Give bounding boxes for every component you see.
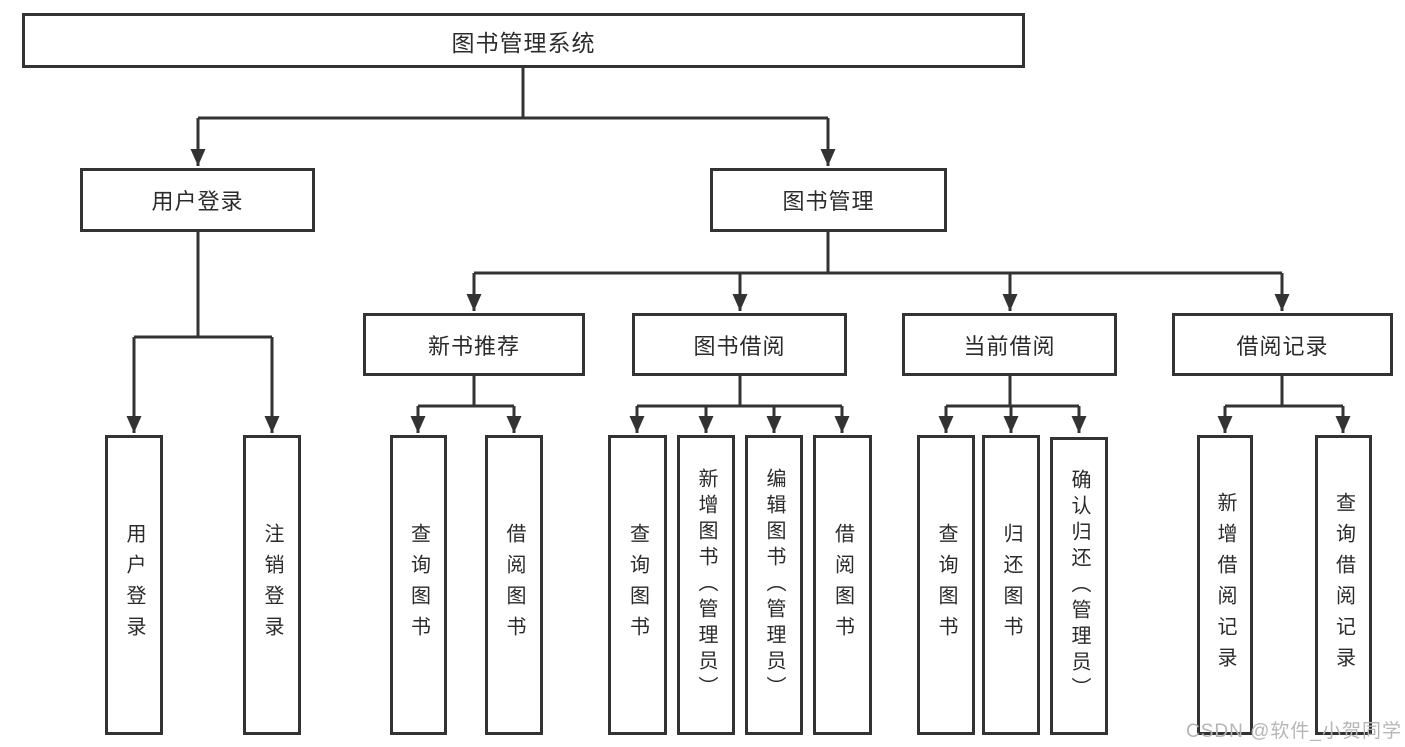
leaf-borrow-books-recommend: 借阅图书: [485, 435, 543, 735]
node-book-borrowing: 图书借阅: [632, 313, 847, 376]
leaf-query-books-current: 查询图书: [917, 435, 975, 735]
leaf-logout: 注销登录: [243, 435, 301, 735]
leaf-return-book: 归还图书: [982, 435, 1040, 735]
leaf-query-borrow-record: 查询借阅记录: [1315, 435, 1372, 735]
leaf-edit-book-admin: 编辑图书（管理员）: [745, 435, 803, 735]
leaf-user-login: 用户登录: [105, 435, 163, 735]
node-borrowing-records: 借阅记录: [1172, 313, 1393, 376]
leaf-add-borrow-record: 新增借阅记录: [1197, 435, 1253, 735]
leaf-query-books-recommend: 查询图书: [390, 435, 447, 735]
node-current-borrowing: 当前借阅: [902, 313, 1117, 376]
node-user-login: 用户登录: [80, 168, 315, 232]
csdn-watermark: CSDN @软件_小贺同学: [1186, 721, 1402, 742]
node-library-system: 图书管理系统: [22, 13, 1025, 68]
leaf-confirm-return-admin: 确认归还（管理员）: [1050, 437, 1108, 735]
node-book-management: 图书管理: [710, 168, 947, 232]
leaf-borrow-books: 借阅图书: [813, 435, 872, 735]
leaf-add-book-admin: 新增图书（管理员）: [677, 435, 735, 735]
leaf-query-books-borrow: 查询图书: [608, 435, 667, 735]
node-new-book-recommend: 新书推荐: [363, 313, 585, 376]
